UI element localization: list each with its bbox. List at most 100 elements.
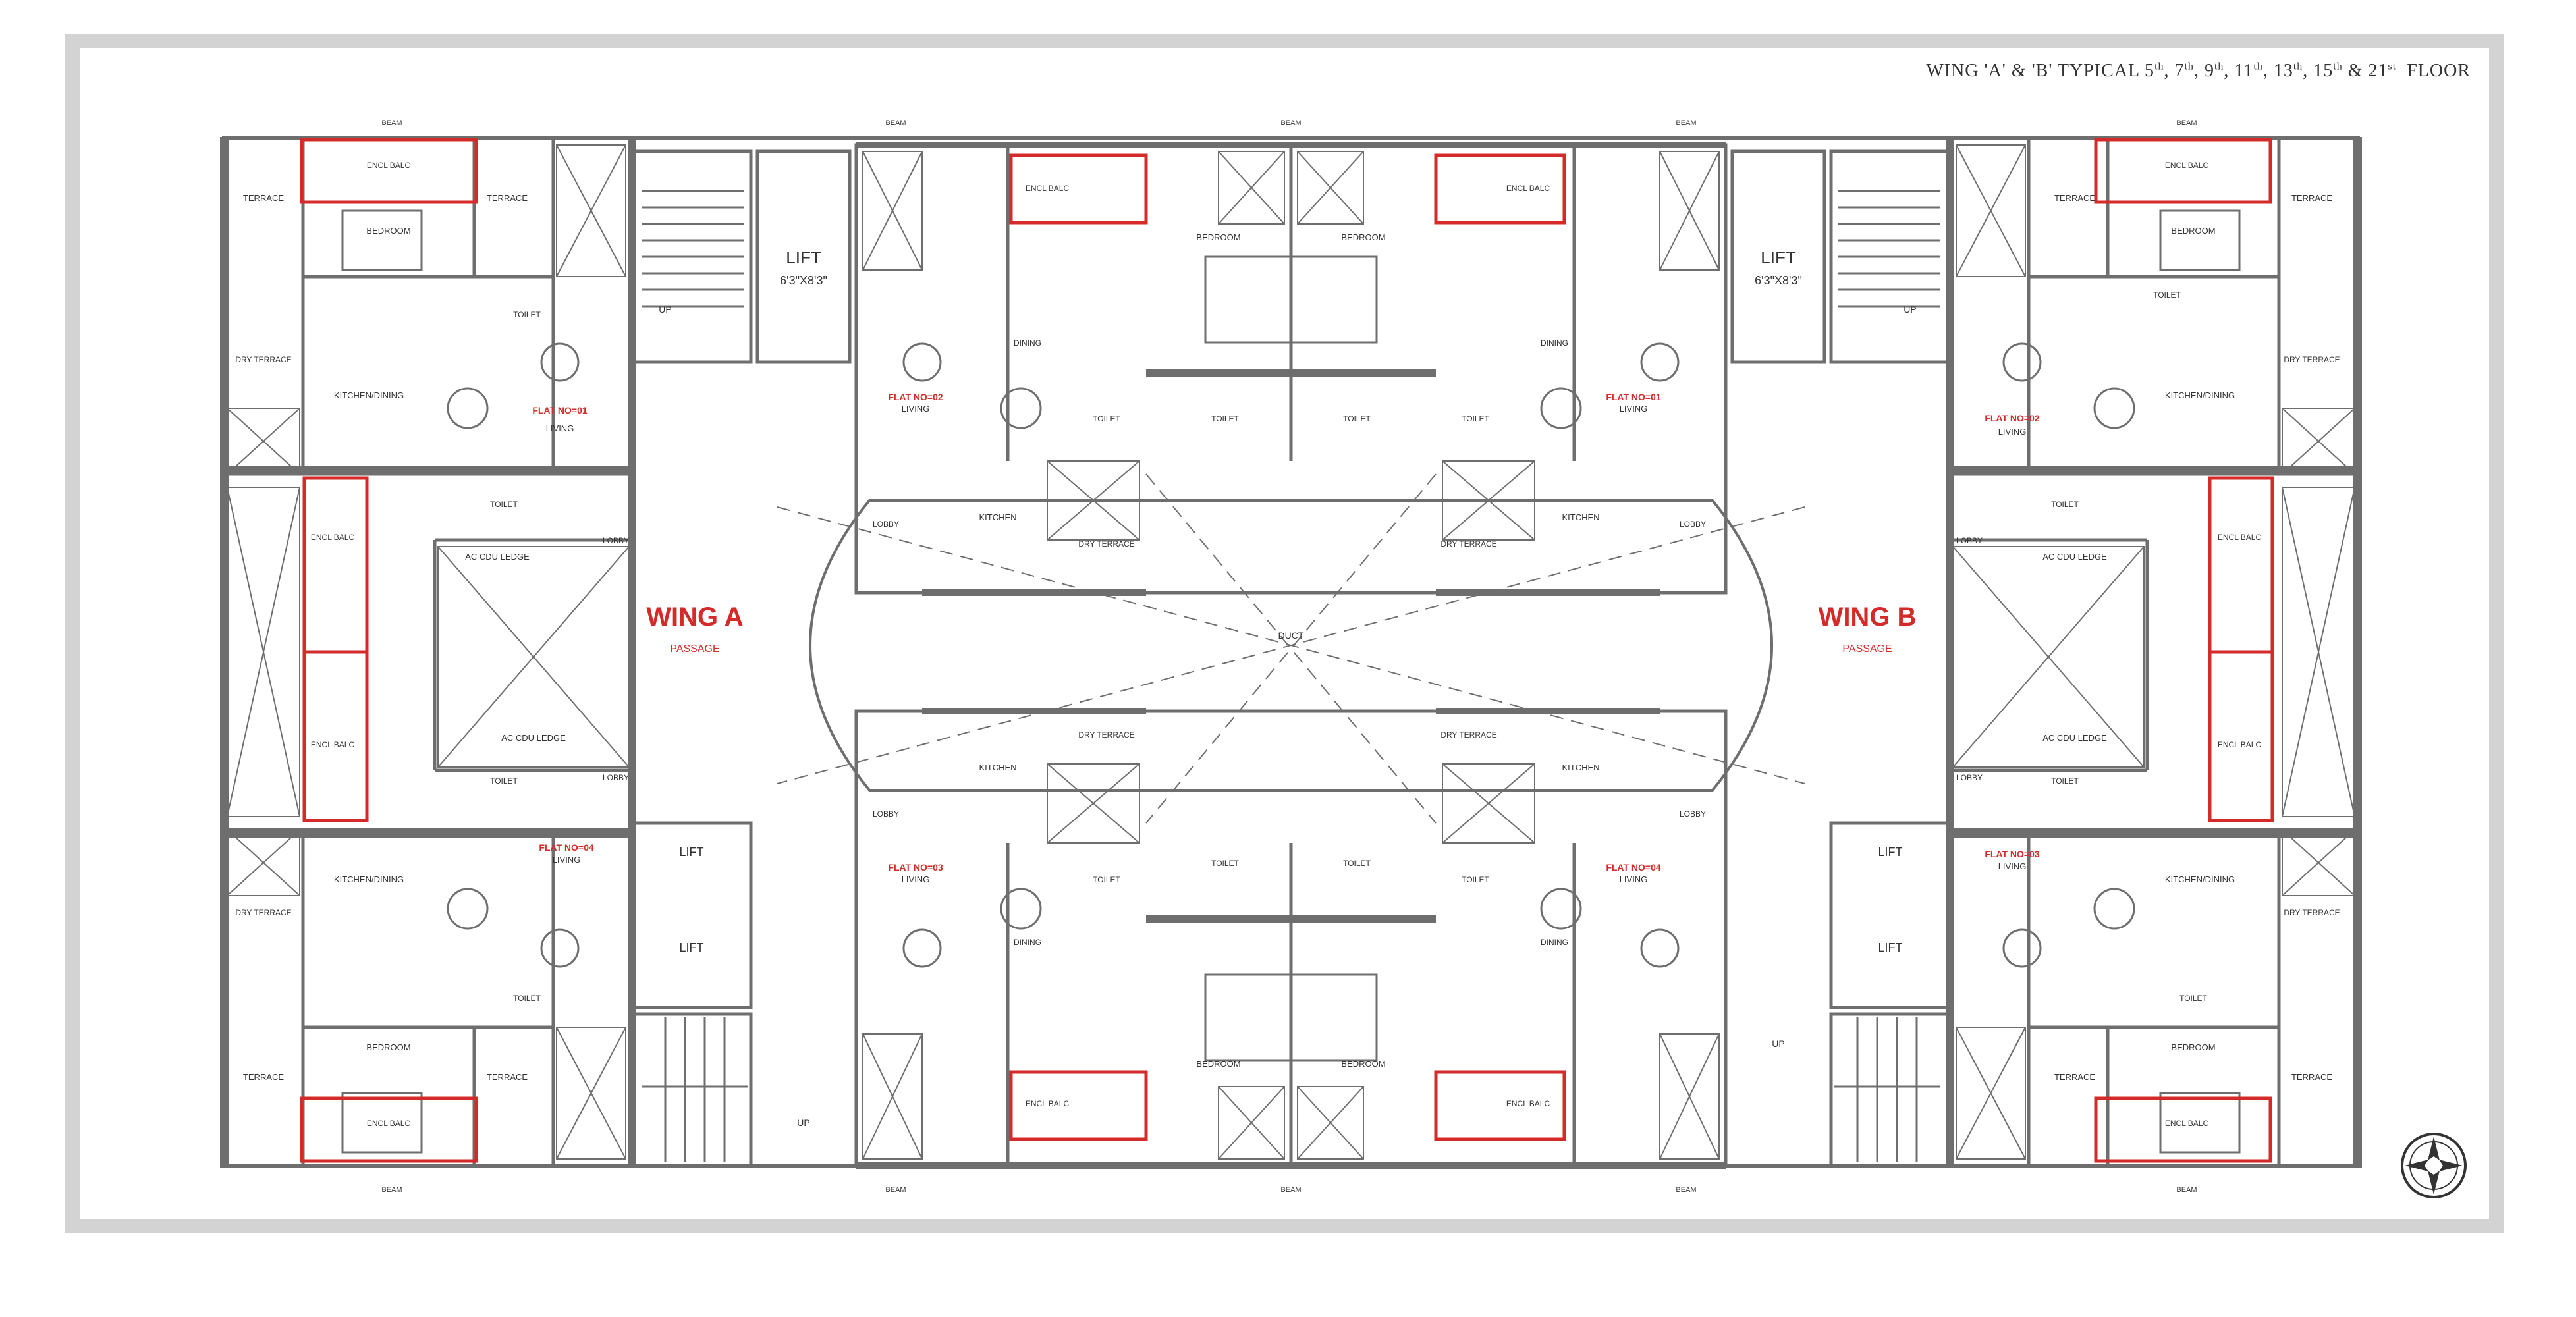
floor-title-sup-5: th	[2333, 61, 2343, 72]
toilet-b2: TOILET	[2051, 776, 2079, 786]
living-c3: LIVING	[902, 874, 930, 884]
wing-a-passage: PASSAGE	[670, 643, 719, 655]
encl-balc-a3: ENCL BALC	[311, 533, 355, 542]
toilet-a4: TOILET	[513, 994, 541, 1003]
floor-title-sup-4: th	[2293, 61, 2303, 72]
wing-a-label: WING A	[646, 603, 743, 632]
beam-7: BEAM	[885, 1186, 906, 1194]
bedroom-c1: BEDROOM	[1196, 232, 1240, 242]
dry-terrace-c4: DRY TERRACE	[1440, 730, 1496, 739]
toilet-c3: TOILET	[1343, 414, 1371, 423]
kitchen-c1: KITCHEN	[979, 512, 1016, 522]
central-walls	[856, 142, 1726, 1169]
flat-b03: FLAT NO=03	[1985, 849, 2040, 859]
flat-b01: FLAT NO=01	[1606, 392, 1661, 402]
kitchen-dining-a2: KITCHEN/DINING	[334, 874, 404, 884]
dining-c3: DINING	[1014, 938, 1041, 947]
floor-title-num-0: 7	[2174, 61, 2185, 81]
encl-balc-c1: ENCL BALC	[1026, 184, 1070, 193]
kitchen-c3: KITCHEN	[979, 763, 1016, 772]
terrace-a4: TERRACE	[487, 1072, 528, 1082]
toilet-b4: TOILET	[2179, 994, 2207, 1003]
dry-terrace-a2: DRY TERRACE	[235, 908, 291, 917]
encl-balc-a1: ENCL BALC	[367, 161, 411, 170]
toilet-c4: TOILET	[1462, 414, 1489, 423]
stairs-b-bottom	[1834, 1017, 1940, 1162]
floor-title-num-1: 9	[2204, 61, 2214, 81]
lobby-b1: LOBBY	[1956, 536, 1983, 545]
furniture	[341, 209, 2241, 1154]
dry-terrace-b2: DRY TERRACE	[2284, 908, 2340, 917]
floor-title-prefix: WING 'A' & 'B' TYPICAL 5	[1926, 61, 2155, 81]
bedroom-a2: BEDROOM	[366, 1042, 410, 1052]
wing-b-passage: PASSAGE	[1842, 643, 1892, 655]
kitchen-dining-b1: KITCHEN/DINING	[2165, 390, 2235, 400]
living-c4: LIVING	[1620, 874, 1648, 884]
toilet-a3: TOILET	[490, 776, 518, 786]
central-duct	[777, 473, 1805, 824]
lift-b-size: 6'3"X8'3"	[1755, 274, 1802, 287]
terrace-a3: TERRACE	[243, 1072, 284, 1082]
beam-1: BEAM	[381, 119, 402, 127]
shafts-b	[1952, 144, 2355, 1160]
lift-b2-label: LIFT	[1878, 846, 1902, 859]
lift-b-label: LIFT	[1761, 248, 1796, 267]
living-a2: LIVING	[553, 855, 581, 865]
encl-balc-b1: ENCL BALC	[2165, 161, 2209, 170]
toilet-c6: TOILET	[1211, 859, 1239, 868]
toilet-c8: TOILET	[1462, 875, 1489, 884]
ac-cdu-ledge-a1: AC CDU LEDGE	[465, 552, 530, 562]
living-c2: LIVING	[1620, 404, 1648, 414]
lobby-b2: LOBBY	[1956, 773, 1983, 782]
floor-title-sup-3: th	[2253, 61, 2263, 72]
floor-title-suffix: FLOOR	[2407, 61, 2471, 81]
beam-2: BEAM	[885, 119, 906, 127]
toilet-c5: TOILET	[1093, 875, 1120, 884]
dry-terrace-c3: DRY TERRACE	[1078, 730, 1134, 739]
stairs-b-top	[1838, 190, 1940, 308]
terrace-b1: TERRACE	[2054, 193, 2095, 203]
lobby-c3: LOBBY	[873, 809, 899, 819]
lobby-c2: LOBBY	[1680, 520, 1706, 529]
central-block	[854, 143, 1728, 1168]
ac-cdu-ledge-b1: AC CDU LEDGE	[2042, 552, 2107, 562]
flat-a01: FLAT NO=01	[532, 405, 588, 416]
duct-label: DUCT	[1278, 630, 1304, 641]
dry-terrace-c2: DRY TERRACE	[1440, 539, 1496, 549]
floor-title-num-3: 13	[2273, 61, 2293, 81]
flat-b02: FLAT NO=02	[1985, 413, 2040, 423]
ac-cdu-ledge-a2: AC CDU LEDGE	[501, 733, 566, 743]
encl-balc-highlights	[300, 138, 2274, 1163]
toilet-c2: TOILET	[1211, 414, 1239, 423]
beam-6: BEAM	[381, 1186, 402, 1194]
floor-title: WING 'A' & 'B' TYPICAL 5th, 7th, 9th, 11…	[1926, 61, 2471, 81]
up-a2-label: UP	[797, 1117, 809, 1128]
bedroom-c3: BEDROOM	[1196, 1059, 1240, 1069]
kitchen-c2: KITCHEN	[1562, 512, 1599, 522]
north-arrow-icon	[2401, 1133, 2467, 1198]
living-b1: LIVING	[1998, 427, 2027, 437]
up-a-label: UP	[659, 304, 671, 315]
floor-title-num-2: 11	[2234, 61, 2254, 81]
lobby-c4: LOBBY	[1680, 809, 1706, 819]
dry-terrace-a1: DRY TERRACE	[235, 355, 291, 364]
encl-balc-c4: ENCL BALC	[1506, 1099, 1550, 1108]
shafts-a	[227, 144, 630, 1160]
wing-b-walls	[1946, 137, 2362, 1168]
terrace-b2: TERRACE	[2291, 193, 2332, 203]
kitchen-dining-b2: KITCHEN/DINING	[2165, 874, 2235, 884]
beam-9: BEAM	[1676, 1186, 1696, 1194]
toilet-c1: TOILET	[1093, 414, 1120, 423]
lobby-a2: LOBBY	[603, 773, 629, 782]
lift-a2-label: LIFT	[679, 846, 703, 859]
dining-c1: DINING	[1014, 338, 1041, 348]
bedroom-c4: BEDROOM	[1341, 1059, 1385, 1069]
labels: WING A PASSAGE WING B PASSAGE LIFT 6'3"X…	[235, 119, 2340, 1194]
terrace-a1: TERRACE	[243, 193, 284, 203]
floor-title-sup-1: th	[2184, 61, 2194, 72]
encl-balc-b4: ENCL BALC	[2218, 740, 2262, 749]
encl-balc-c3: ENCL BALC	[1026, 1099, 1070, 1108]
encl-balc-a2: ENCL BALC	[367, 1119, 411, 1128]
toilet-a2: TOILET	[490, 500, 518, 509]
kitchen-dining-a1: KITCHEN/DINING	[334, 390, 404, 400]
